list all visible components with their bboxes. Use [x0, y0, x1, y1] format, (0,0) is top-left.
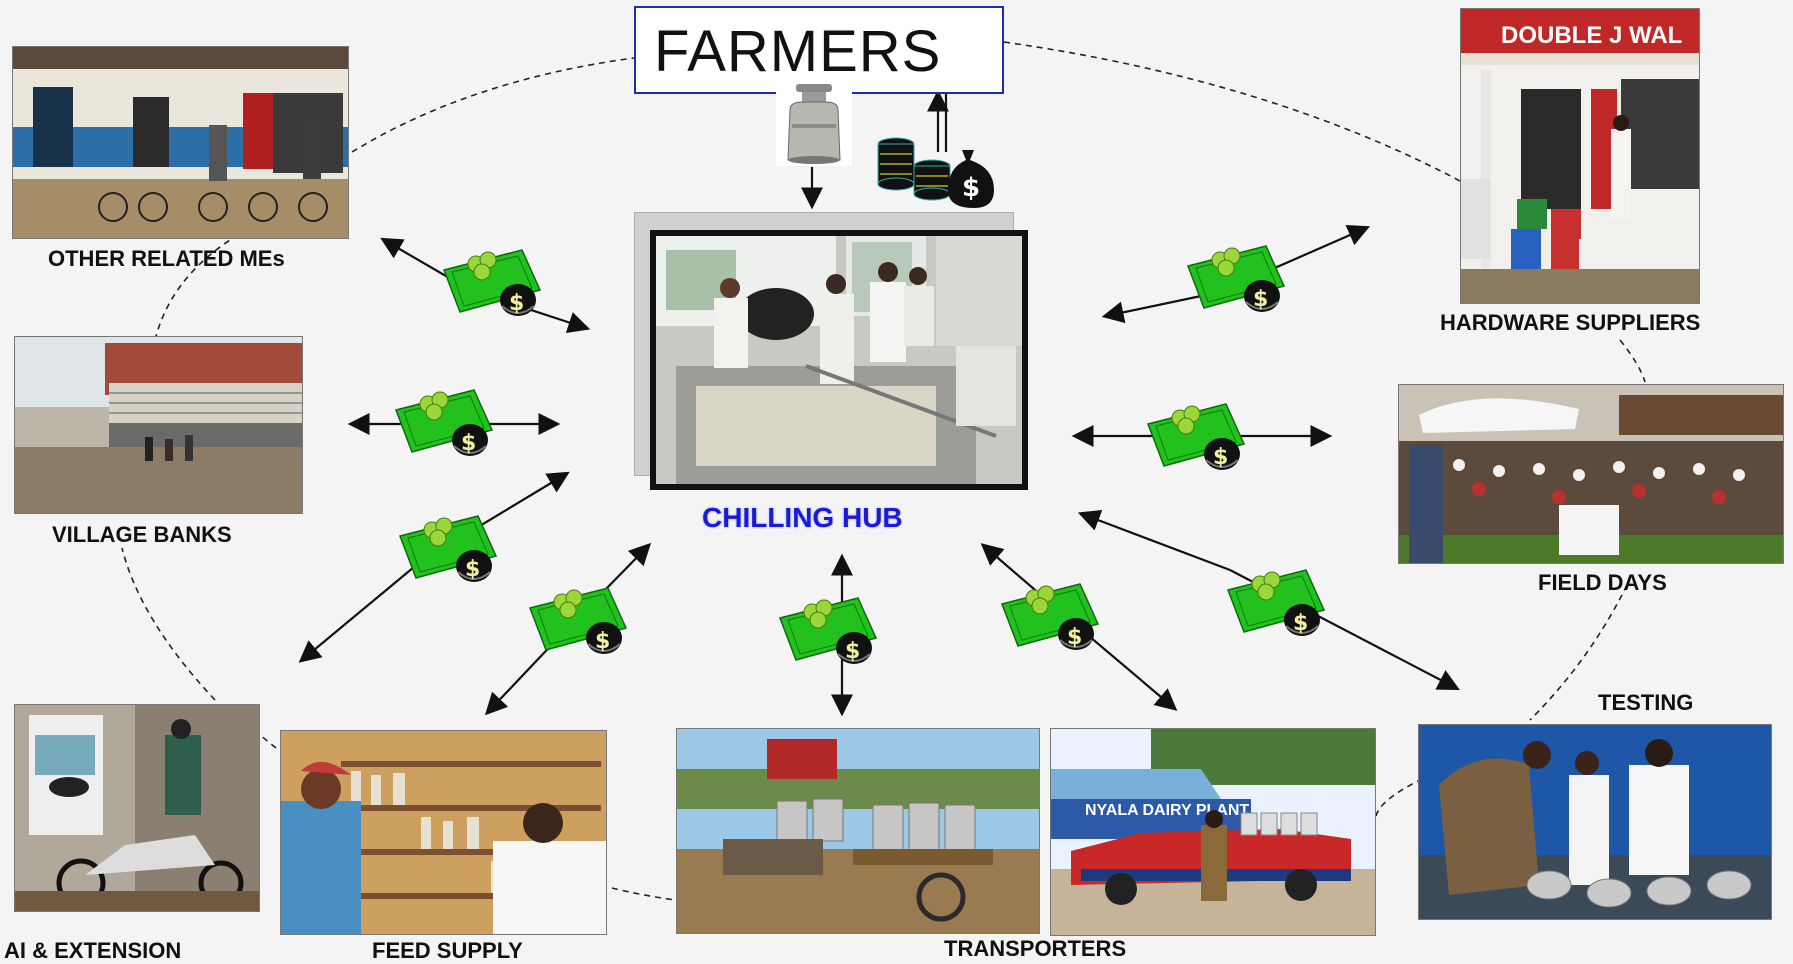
feed-supply-label: FEED SUPPLY	[372, 938, 523, 963]
ai-extension-photo	[14, 704, 260, 912]
village-banks-photo	[14, 336, 303, 514]
feed-supply-photo	[280, 730, 607, 935]
village-banks-label: VILLAGE BANKS	[52, 522, 232, 547]
milk-can-icon	[776, 80, 852, 166]
farmers-box: FARMERS	[634, 6, 1004, 94]
chilling-hub-photo	[650, 230, 1028, 490]
testing-label: TESTING	[1598, 690, 1694, 715]
hardware-suppliers-photo: DOUBLE J WAL	[1460, 8, 1700, 304]
ai-extension-label: AI & EXTENSION	[4, 938, 182, 963]
other-mes-label: OTHER RELATED MEs	[48, 246, 285, 271]
chilling-hub-label: CHILLING HUB	[702, 502, 903, 533]
hardware-suppliers-label: HARDWARE SUPPLIERS	[1440, 310, 1701, 335]
coins-money-bag-icon: $	[876, 128, 1000, 210]
farmers-title: FARMERS	[654, 19, 942, 84]
testing-photo	[1418, 724, 1772, 920]
transporters-label: TRANSPORTERS	[944, 936, 1127, 961]
dairy-wall-sign: NYALA DAIRY PLANT	[1085, 802, 1249, 819]
field-days-photo	[1398, 384, 1784, 564]
hardware-shop-sign: DOUBLE J WAL	[1501, 22, 1682, 49]
other-mes-photo	[12, 46, 349, 239]
transporters-photo-donkey-cart	[676, 728, 1040, 934]
dashed-ring	[121, 41, 1646, 901]
svg-text:$: $	[962, 173, 980, 203]
field-days-label: FIELD DAYS	[1538, 570, 1667, 595]
transporters-photo-pickup: NYALA DAIRY PLANT	[1050, 728, 1376, 936]
